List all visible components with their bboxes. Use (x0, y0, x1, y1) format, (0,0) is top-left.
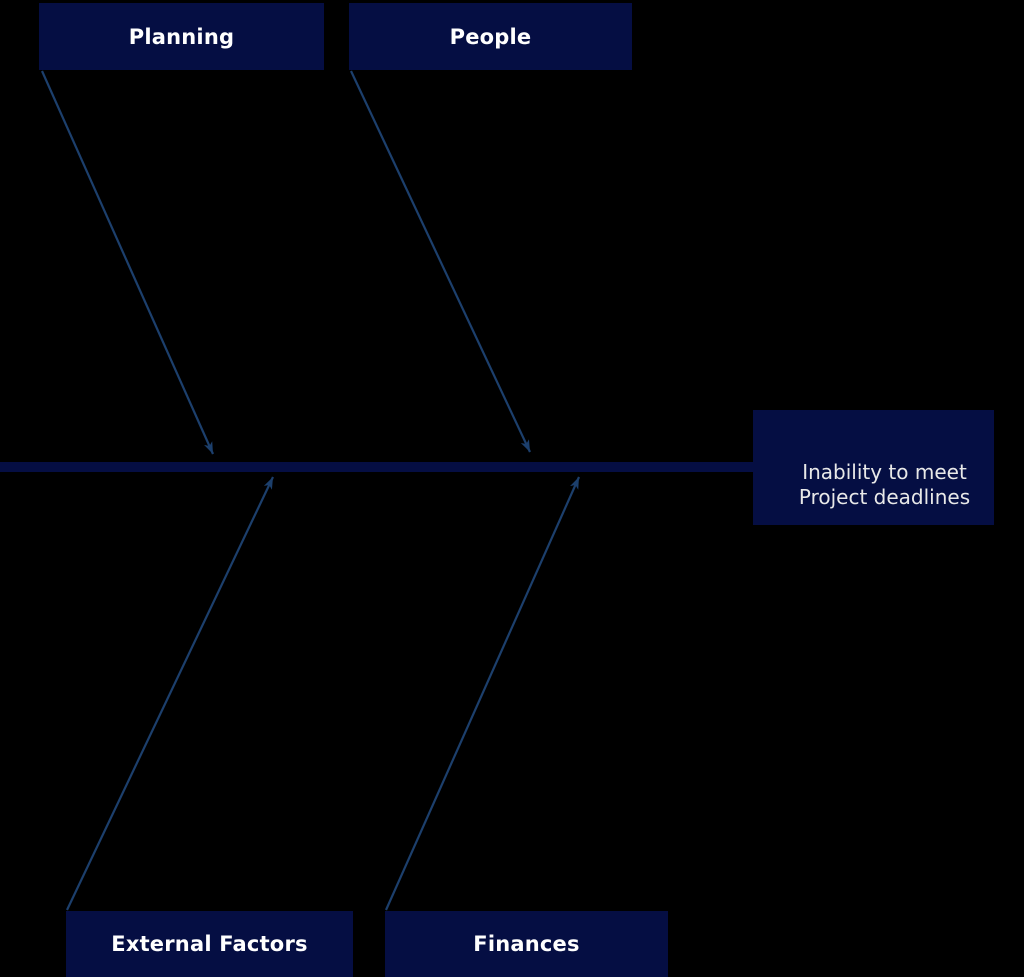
category-box-planning: Planning (39, 3, 324, 70)
effect-label: Inability to meet Project deadlines (799, 460, 970, 510)
category-box-finances: Finances (385, 911, 668, 977)
category-label-planning: Planning (128, 24, 235, 49)
category-label-external-factors: External Factors (111, 932, 308, 956)
arrow-people (350, 70, 531, 453)
arrow-finances (384, 476, 581, 911)
effect-box: Inability to meet Project deadlines (753, 410, 994, 525)
effect-label-line2: Project deadlines (798, 485, 971, 509)
category-label-people: People (449, 24, 532, 49)
spine-line (0, 462, 753, 472)
arrow-planning (40, 70, 215, 455)
category-label-finances: Finances (473, 932, 580, 956)
category-box-people: People (349, 3, 632, 70)
category-box-external-factors: External Factors (66, 911, 353, 977)
effect-label-line1: Inability to meet (802, 460, 967, 484)
arrow-external-factors (66, 476, 274, 911)
